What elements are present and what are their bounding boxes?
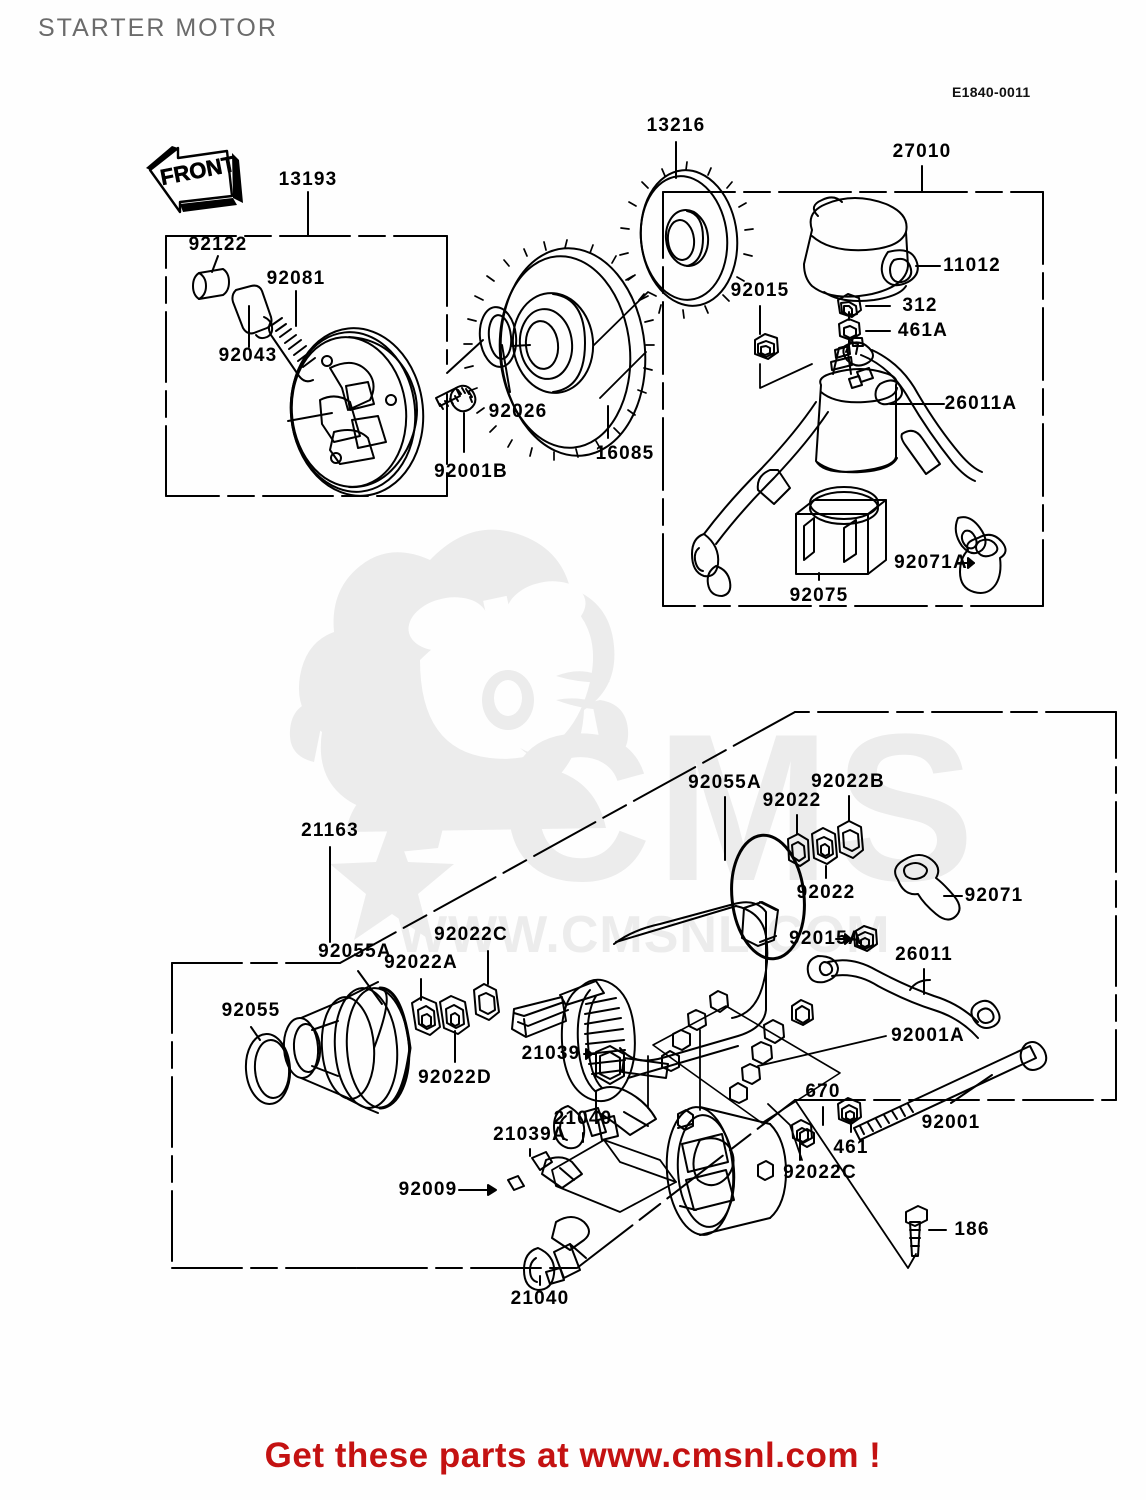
part-461-nut <box>837 1097 862 1125</box>
brush-assembly-baseplate <box>551 1139 677 1213</box>
part-number-label-92122[interactable]: 92122 <box>188 234 248 255</box>
part-number-label-21163[interactable]: 21163 <box>301 820 359 841</box>
part-number-label-16085[interactable]: 16085 <box>595 443 655 464</box>
part-number-label-92055a[interactable]: 92055A <box>688 772 762 793</box>
part-92055A-seal-left <box>378 986 412 1110</box>
part-number-label-92022[interactable]: 92022 <box>796 882 856 903</box>
group-box-13193 <box>165 235 448 497</box>
part-13216-gear <box>619 161 754 319</box>
front-arrow-badge <box>148 146 234 214</box>
part-11012-cap <box>803 196 919 302</box>
part-186-screw <box>905 1205 928 1257</box>
part-number-label-92022[interactable]: 92022 <box>762 790 822 811</box>
part-number-label-92071a[interactable]: 92071A <box>894 552 968 573</box>
part-26011A-cable <box>842 341 987 555</box>
part-number-label-26011[interactable]: 26011 <box>895 944 953 965</box>
part-number-label-92071[interactable]: 92071 <box>964 885 1024 906</box>
part-21163-front-cover <box>282 981 411 1114</box>
part-number-label-92001b[interactable]: 92001B <box>434 461 508 482</box>
part-26011-cable <box>806 955 1001 1039</box>
page-title: STARTER MOTOR <box>38 14 278 42</box>
part-number-label-312[interactable]: 312 <box>902 295 938 316</box>
group-box-21163 <box>171 711 1117 1269</box>
part-92055-oring <box>244 1033 292 1105</box>
part-number-label-92001a[interactable]: 92001A <box>891 1025 965 1046</box>
part-number-label-670[interactable]: 670 <box>805 1081 841 1102</box>
part-92022A-washer <box>411 996 441 1036</box>
front-arrow-badge-label: FRONT <box>143 142 243 212</box>
part-92075-terminal-block <box>795 486 887 575</box>
part-number-label-92015[interactable]: 92015 <box>730 280 790 301</box>
part-number-label-21040[interactable]: 21040 <box>510 1288 570 1309</box>
part-number-label-92081[interactable]: 92081 <box>266 268 326 289</box>
part-92022-washer-a <box>787 833 810 867</box>
part-92022C-washer-right <box>791 1119 813 1144</box>
part-number-label-92015a[interactable]: 92015A <box>789 928 863 949</box>
part-rear-housing <box>665 1106 787 1236</box>
part-92001-long-bolt <box>853 1041 1048 1141</box>
part-number-label-186[interactable]: 186 <box>954 1219 990 1240</box>
part-21039A-brush-spring <box>531 1151 583 1189</box>
part-312-nut <box>837 293 862 318</box>
part-92022D-washer <box>439 995 470 1035</box>
part-number-label-13216[interactable]: 13216 <box>646 115 706 136</box>
part-number-label-21040[interactable]: 21040 <box>553 1108 613 1129</box>
part-number-label-92009[interactable]: 92009 <box>398 1179 458 1200</box>
part-number-label-11012[interactable]: 11012 <box>943 255 1001 276</box>
part-92022C-washer-left <box>473 983 500 1021</box>
part-92071-terminal-cap <box>894 854 961 921</box>
part-number-label-461[interactable]: 461 <box>833 1137 869 1158</box>
part-92009-screw <box>507 1175 525 1191</box>
part-number-label-13193[interactable]: 13193 <box>278 169 338 190</box>
group-box-27010 <box>662 191 1044 607</box>
part-number-label-27010[interactable]: 27010 <box>892 141 952 162</box>
part-armature <box>511 901 779 1102</box>
part-number-label-92022c[interactable]: 92022C <box>783 1162 857 1183</box>
part-92055A-seal-right <box>730 833 806 961</box>
part-92022B-washer <box>837 820 864 859</box>
part-number-label-92022d[interactable]: 92022D <box>418 1067 492 1088</box>
part-number-label-92022c[interactable]: 92022C <box>434 924 508 945</box>
footer-cta: Get these parts at www.cmsnl.com ! <box>264 1436 882 1475</box>
part-number-label-92075[interactable]: 92075 <box>789 585 849 606</box>
part-92122-bushing <box>192 268 230 300</box>
part-number-label-92022b[interactable]: 92022B <box>811 771 885 792</box>
part-number-label-92026[interactable]: 92026 <box>488 401 548 422</box>
part-92043-pin <box>231 284 274 340</box>
part-27010-solenoid-body <box>815 337 903 474</box>
part-number-label-92055a[interactable]: 92055A <box>318 941 392 962</box>
part-number-label-21039[interactable]: 21039 <box>521 1043 581 1064</box>
part-number-label-461a[interactable]: 461A <box>897 320 949 341</box>
part-92022-washer-b <box>811 827 838 865</box>
part-21040-brush-upper <box>553 1105 619 1150</box>
part-21039-brush-holder <box>595 1045 669 1136</box>
part-cable-left <box>691 401 829 597</box>
exploded-fasteners-fan <box>652 990 841 1124</box>
part-number-label-26011a[interactable]: 26011A <box>944 393 1018 414</box>
part-number-label-21039a[interactable]: 21039A <box>493 1124 567 1145</box>
part-461A-washer <box>838 318 861 341</box>
part-92015-nut <box>754 333 779 360</box>
front-label-text: FRONT <box>158 151 238 191</box>
part-92071A-terminal-cap <box>959 533 1007 594</box>
part-92081-spring <box>267 317 316 383</box>
part-number-label-92022a[interactable]: 92022A <box>384 952 458 973</box>
part-number-label-92055[interactable]: 92055 <box>221 1000 281 1021</box>
part-92015A-nut <box>853 925 878 952</box>
part-670-washer <box>799 1128 815 1148</box>
sheet-code: E1840-0011 <box>952 84 1031 100</box>
part-92001B-bolt <box>435 384 477 413</box>
part-number-label-92001[interactable]: 92001 <box>921 1112 981 1133</box>
part-13193-clutch-housing <box>289 327 425 497</box>
part-21040-brush-lower <box>523 1216 590 1291</box>
part-number-label-92043[interactable]: 92043 <box>218 345 278 366</box>
